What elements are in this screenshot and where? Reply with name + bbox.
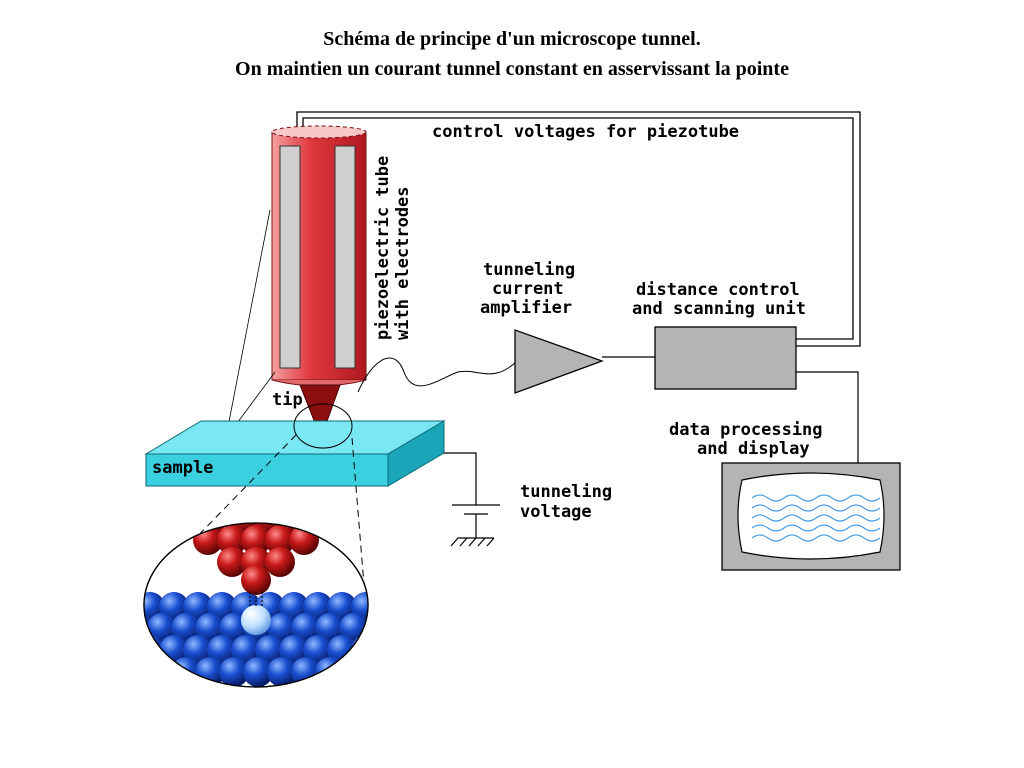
- red-atom: [241, 565, 271, 595]
- blue-atom: [219, 657, 249, 687]
- red-atom: [265, 525, 295, 555]
- blue-atom: [255, 635, 285, 665]
- page-subtitle: On maintien un courant tunnel constant e…: [235, 58, 789, 80]
- red-atom: [289, 525, 319, 555]
- blue-atom: [291, 613, 321, 643]
- blue-atom: [279, 635, 309, 665]
- svg-text:tunneling: tunneling: [520, 482, 612, 502]
- red-atom: [241, 525, 271, 555]
- piezo-tube-label: piezoelectric tube with electrodes: [373, 156, 413, 340]
- svg-text:and display: and display: [697, 439, 810, 459]
- blue-atom: [243, 657, 273, 687]
- red-atom: [301, 523, 331, 533]
- electrode-left: [279, 145, 301, 369]
- scan-waves: [751, 494, 881, 542]
- svg-text:tunneling: tunneling: [483, 260, 575, 280]
- tip-zoom-circle: [293, 403, 353, 449]
- page-title: Schéma de principe d'un microscope tunne…: [323, 28, 701, 50]
- distance-control-label: distance control and scanning unit: [632, 280, 806, 319]
- tip-label: tip: [272, 390, 303, 410]
- red-atom: [217, 525, 247, 555]
- blue-atom: [147, 657, 177, 687]
- svg-text:and scanning unit: and scanning unit: [632, 299, 806, 319]
- blue-atom: [267, 613, 297, 643]
- red-atom: [217, 547, 247, 577]
- svg-text:piezoelectric tube: piezoelectric tube: [373, 156, 393, 340]
- sample-slab: [144, 420, 446, 487]
- svg-text:distance control: distance control: [636, 280, 800, 300]
- display-monitor: [721, 462, 901, 571]
- svg-text:current: current: [492, 279, 564, 299]
- amplifier-label: tunneling current amplifier: [480, 260, 575, 318]
- svg-text:with electrodes: with electrodes: [393, 186, 413, 340]
- magnified-atom-view: [143, 522, 369, 688]
- blue-atom: [231, 635, 261, 665]
- blue-atom: [303, 635, 333, 665]
- red-atom: [181, 523, 211, 533]
- svg-text:amplifier: amplifier: [480, 298, 572, 318]
- red-atom: [253, 523, 283, 533]
- blue-atom: [207, 635, 237, 665]
- blue-atom: [315, 613, 345, 643]
- blue-atom: [195, 613, 225, 643]
- tip-shape: [299, 384, 341, 440]
- sample-label: sample: [152, 458, 213, 478]
- svg-text:voltage: voltage: [520, 502, 592, 522]
- piezo-tube: [271, 125, 367, 387]
- tunneling-voltage-label: tunneling voltage: [520, 482, 612, 522]
- electrode-right: [334, 145, 356, 369]
- control-voltages-label: control voltages for piezotube: [432, 122, 739, 142]
- red-atom: [229, 523, 259, 533]
- blue-atom: [147, 613, 177, 643]
- blue-atom: [171, 613, 201, 643]
- blue-atom: [351, 635, 368, 665]
- svg-text:data processing: data processing: [669, 420, 823, 440]
- blue-atom: [267, 657, 297, 687]
- tunneling-voltage-source: [444, 452, 500, 547]
- blue-atom: [144, 635, 165, 665]
- blue-atom: [183, 635, 213, 665]
- blue-atom: [339, 657, 368, 687]
- data-processing-label: data processing and display: [669, 420, 823, 459]
- signal-cable: [357, 357, 517, 393]
- amplifier-triangle: [514, 329, 604, 394]
- highlighted-atom: [241, 605, 271, 635]
- blue-atom: [363, 613, 368, 643]
- distance-control-box: [654, 326, 797, 390]
- red-atom: [265, 547, 295, 577]
